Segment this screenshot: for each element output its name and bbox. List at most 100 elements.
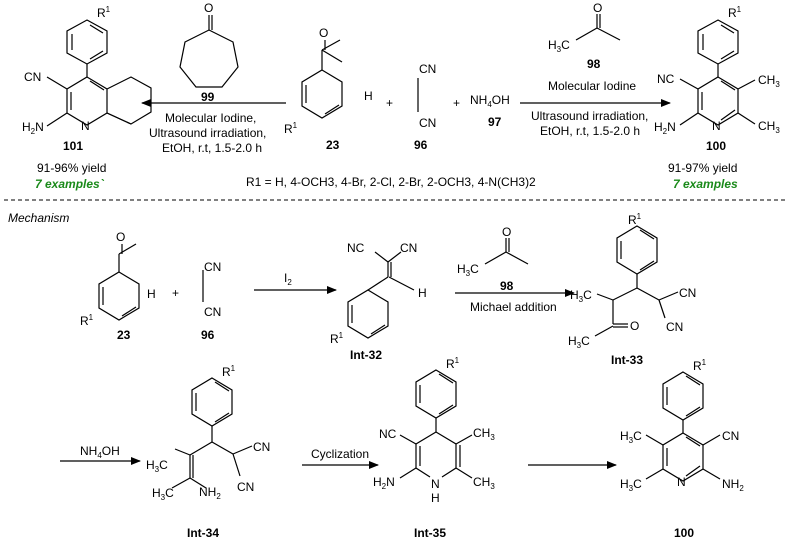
- r1-label-int33: R1: [628, 212, 642, 227]
- r1-label-100-top: R1: [728, 5, 742, 20]
- n-label-int35: N: [431, 477, 440, 491]
- cn-a-int34: CN: [253, 440, 270, 454]
- ch3-b-100-top: CH3: [758, 119, 780, 135]
- n-label-100-bottom: N: [677, 475, 686, 489]
- label-mech-23: 23: [117, 328, 131, 342]
- nh2-label-int34: NH2: [199, 485, 221, 501]
- nc-label-int32: NC: [347, 241, 365, 255]
- cn-b-int34: CN: [237, 480, 254, 494]
- michael-label: Michael addition: [470, 300, 557, 314]
- int32-structure: [347, 251, 415, 339]
- label-96: 96: [414, 138, 428, 152]
- cn-b-int33: CN: [666, 320, 683, 334]
- o-label-23: O: [319, 26, 328, 40]
- r1-label-101: R1: [97, 5, 111, 20]
- h3c-b-int33: H3C: [568, 334, 590, 350]
- compound-100-structure-top: [679, 19, 756, 126]
- plus-2: +: [453, 96, 460, 110]
- r1-label-mech-23: R1: [80, 313, 94, 328]
- label-101: 101: [63, 139, 83, 153]
- o-label-mech-23: O: [116, 230, 125, 244]
- cond-right-1: Molecular Iodine: [548, 79, 636, 93]
- r1-label-int35: R1: [446, 356, 460, 371]
- mech-98-structure: [484, 238, 529, 265]
- label-int33: Int-33: [611, 353, 643, 367]
- label-100-top: 100: [706, 139, 726, 153]
- cn-label-100-bottom: CN: [722, 429, 739, 443]
- h-label-int35: H: [431, 491, 440, 505]
- iodine-label: I2: [284, 271, 292, 287]
- plus-mech: +: [172, 286, 179, 300]
- o-label-99: O: [204, 1, 213, 15]
- h2n-label-101: H2N: [22, 120, 44, 136]
- label-mech-96: 96: [201, 328, 215, 342]
- r1-label-int32: R1: [330, 331, 344, 346]
- cn-bottom-mech-96: CN: [204, 305, 221, 319]
- label-100-bottom: 100: [674, 526, 694, 540]
- nh2-label-100-bottom: NH2: [722, 477, 744, 493]
- nc-label-100-top: NC: [657, 72, 675, 86]
- cn-label-int32: CN: [400, 241, 417, 255]
- h3c-b-int34: H3C: [152, 486, 174, 502]
- label-int34: Int-34: [187, 526, 219, 540]
- h3c-a-int34: H3C: [146, 458, 168, 474]
- h-label-23: H: [364, 89, 373, 103]
- label-97: 97: [488, 115, 502, 129]
- cyclization-label: Cyclization: [311, 447, 369, 461]
- cond-right-3: EtOH, r.t, 1.5-2.0 h: [540, 124, 640, 138]
- mech-23-structure: [98, 243, 140, 321]
- yield-100: 91-97% yield: [668, 161, 737, 175]
- h3c-a-100-bottom: H3C: [620, 429, 642, 445]
- ch3-a-100-top: CH3: [758, 73, 780, 89]
- h2n-label-int35: H2N: [373, 475, 395, 491]
- cond-left-1: Molecular Iodine,: [165, 111, 256, 125]
- substituent-definition: R1 = H, 4-OCH3, 4-Br, 2-Cl, 2-Br, 2-OCH3…: [246, 175, 536, 189]
- r1-label-100-bottom: R1: [693, 358, 707, 373]
- examples-100: 7 examples: [673, 177, 738, 191]
- h3c-b-100-bottom: H3C: [620, 477, 642, 493]
- nh4oh-label: NH4OH: [80, 444, 120, 460]
- label-98: 98: [587, 57, 601, 71]
- label-int35: Int-35: [414, 526, 446, 540]
- cn-label-101: CN: [24, 70, 41, 84]
- r1-label-23: R1: [284, 121, 298, 136]
- label-mech-98: 98: [500, 279, 514, 293]
- o-label-int33: O: [630, 319, 639, 333]
- cn-top-mech-96: CN: [204, 260, 221, 274]
- n-label-101: N: [81, 119, 90, 133]
- int34-structure: [171, 377, 253, 489]
- compound-98-structure: [575, 14, 621, 41]
- o-label-mech-98: O: [502, 225, 511, 239]
- label-int32: Int-32: [350, 348, 382, 362]
- cn-top-96: CN: [419, 62, 436, 76]
- h3c-a-int33: H3C: [570, 288, 592, 304]
- cn-a-int33: CN: [679, 286, 696, 300]
- plus-1: +: [386, 96, 393, 110]
- examples-101: 7 examples`: [35, 177, 105, 191]
- r1-label-int34: R1: [222, 364, 236, 379]
- compound-23-structure: [301, 39, 343, 119]
- h2n-label-100-top: H2N: [654, 120, 676, 136]
- o-label-98: O: [593, 1, 602, 15]
- yield-101: 91-96% yield: [37, 161, 106, 175]
- mechanism-heading: Mechanism: [8, 211, 69, 225]
- label-99: 99: [201, 90, 215, 104]
- ch3-b-int35: CH3: [473, 475, 495, 491]
- int35-structure: [399, 369, 473, 479]
- cn-bottom-96: CN: [419, 116, 436, 130]
- h3c-label-mech-98: H3C: [457, 262, 479, 278]
- h-label-int32: H: [418, 286, 427, 300]
- h3c-label-98: H3C: [548, 38, 570, 54]
- nc-label-int35: NC: [379, 427, 397, 441]
- compound-100-structure-bottom: [645, 371, 721, 482]
- int33-structure: [594, 225, 679, 337]
- compound-101-structure: [46, 19, 152, 127]
- ch3-a-int35: CH3: [473, 426, 495, 442]
- compound-99-structure: [179, 15, 239, 88]
- nh4oh-97: NH4OH: [470, 93, 510, 109]
- cond-left-3: EtOH, r.t, 1.5-2.0 h: [162, 141, 262, 155]
- h-label-mech-23: H: [147, 287, 156, 301]
- cond-left-2: Ultrasound irradiation,: [149, 126, 266, 140]
- cond-right-2: Ultrasound irradiation,: [531, 109, 648, 123]
